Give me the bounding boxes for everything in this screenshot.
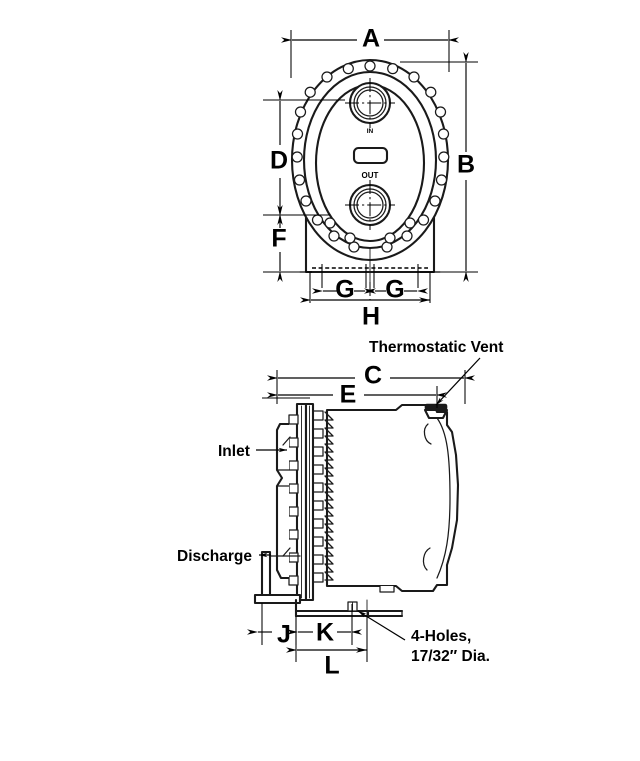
dimension-C-label: C bbox=[364, 362, 382, 390]
foot-bolt-holes bbox=[324, 217, 416, 244]
thermostatic-vent-label: Thermostatic Vent bbox=[369, 339, 503, 356]
inlet-port-label: IN bbox=[367, 128, 374, 135]
dimension-A: A bbox=[281, 25, 459, 78]
dimension-G-left-label: G bbox=[335, 276, 354, 304]
discharge-nozzle bbox=[253, 550, 302, 605]
left-bonnet bbox=[275, 422, 291, 580]
dimension-K-label: K bbox=[316, 619, 334, 647]
dimension-G-right: G bbox=[364, 264, 428, 304]
outlet-port bbox=[345, 180, 395, 230]
dimension-D-label: D bbox=[270, 147, 288, 175]
holes-label-line1: 4-Holes, bbox=[411, 628, 471, 645]
dimension-B-label: B bbox=[457, 151, 475, 179]
thermostatic-vent-fitting bbox=[423, 403, 449, 420]
dimension-C: C bbox=[267, 362, 475, 404]
bottom-view: C E Thermostatic Vent Inlet Discharge bbox=[177, 339, 503, 680]
dimension-J-label: J bbox=[277, 621, 291, 649]
dimension-G-right-label: G bbox=[385, 276, 404, 304]
oval-flange bbox=[290, 58, 450, 262]
flange-bolt-holes bbox=[291, 60, 450, 253]
discharge-label: Discharge bbox=[177, 548, 252, 565]
holes-callout bbox=[357, 610, 406, 641]
shell-body bbox=[325, 403, 460, 593]
thermostatic-vent-callout bbox=[435, 357, 481, 406]
dimension-L-label: L bbox=[324, 652, 339, 680]
dimension-E: E bbox=[262, 381, 447, 409]
holes-label-line2: 17/32″ Dia. bbox=[411, 648, 490, 665]
dimension-K: K bbox=[287, 604, 362, 647]
dimension-H-label: H bbox=[362, 303, 380, 331]
dimension-E-label: E bbox=[340, 381, 357, 409]
nameplate bbox=[352, 146, 389, 165]
dimension-B: B bbox=[400, 52, 478, 282]
dimension-G-left: G bbox=[312, 264, 376, 304]
outlet-port-label: OUT bbox=[362, 171, 379, 180]
inlet-port bbox=[345, 78, 395, 128]
dimension-A-label: A bbox=[362, 25, 380, 53]
dimension-H: H bbox=[300, 272, 431, 331]
top-view: IN OUT A bbox=[263, 25, 478, 331]
dimension-F: F bbox=[263, 205, 312, 282]
inlet-label: Inlet bbox=[218, 443, 250, 460]
bolted-flange-pack bbox=[288, 402, 315, 602]
dimension-L: L bbox=[286, 616, 368, 680]
dimension-F-label: F bbox=[271, 225, 286, 253]
